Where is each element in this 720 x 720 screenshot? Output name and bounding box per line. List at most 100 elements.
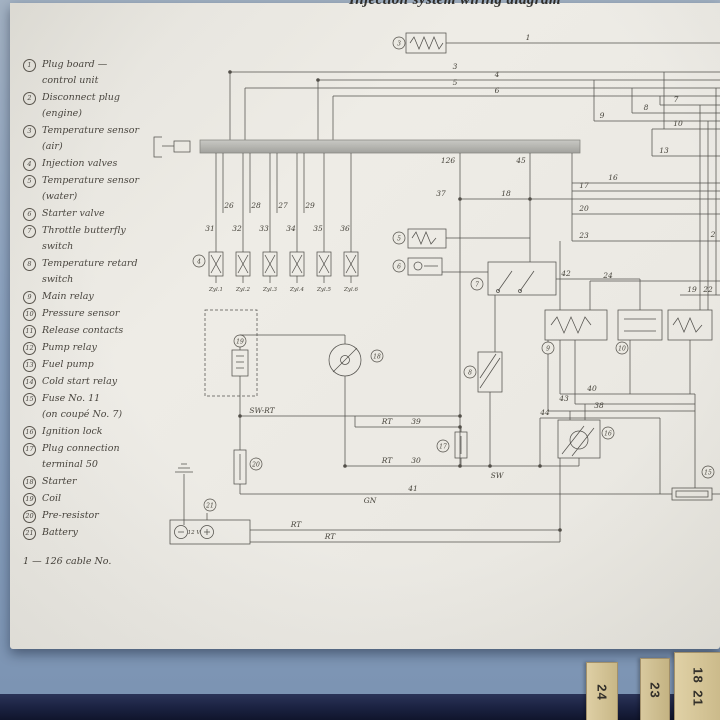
legend-label: Release contacts [42,325,124,336]
legend-item: 13 Fuel pump [23,357,181,373]
legend-label: Disconnect plug(engine) [42,92,120,119]
legend-label: Coil [42,493,62,504]
legend-number-badge: 6 [23,208,36,221]
ref-9: 9 [546,345,550,352]
mid-cross-wires [539,393,696,494]
valve-cable-drops [215,153,352,252]
legend-number-badge: 20 [23,510,36,523]
legend-number-badge: 3 [23,125,36,138]
plug-connection-symbol [454,427,468,466]
legend-label: Plug board —control unit [42,59,108,86]
legend-label: Fuel pump [42,359,94,370]
cable-10: 10 [673,119,683,128]
cable-45: 45 [515,156,526,165]
legend-label: Temperature sensor(water) [42,175,140,202]
legend-label: Pressure sensor [42,308,120,319]
legend-item: 12 Pump relay [23,340,181,356]
ref-6: 6 [397,263,401,270]
cyl-6: Zyl.6 [343,287,358,293]
relay-row [544,309,713,411]
legend-item: 20 Pre-resistor [23,508,181,524]
cable-20: 20 [578,204,589,213]
cable-number-note: 1 — 126 cable No. [23,556,112,567]
cable-32: 32 [232,224,242,233]
cable-17: 17 [579,181,589,190]
legend-label: Pre-resistor [42,510,99,521]
ref-10: 10 [618,345,626,352]
cable-36: 36 [340,224,350,233]
cable-6: 6 [495,86,500,95]
starter-symbol [239,334,362,466]
cable-8: 8 [644,103,649,112]
colour-rt: RT [381,456,394,465]
legend-number-badge: 1 [23,59,36,72]
ref-17: 17 [439,443,447,450]
legend-label: Main relay [42,291,94,302]
cylinder-labels: Zyl.1 Zyl.2 Zyl.3 Zyl.4 Zyl.5 Zyl.6 [208,287,358,293]
cable-28: 28 [250,201,261,210]
fuse-symbol [671,487,713,501]
component-legend: 1 Plug board —control unit 2 Disconnect … [23,57,181,570]
legend-item: 9 Main relay [23,289,181,305]
cable-31: 31 [205,224,215,233]
ref-3: 3 [397,40,401,47]
legend-item: 10 Pressure sensor [23,306,181,322]
cable-22: 22 [702,285,713,294]
tab-21-label: 21 [690,690,706,707]
cable-33: 33 [259,224,269,233]
legend-item: 16 Ignition lock [23,424,181,440]
cable-5: 5 [453,78,458,87]
legend-item: 19 Coil [23,491,181,507]
water-sensor-and-starter-valve [407,228,530,276]
colour-gn: GN [364,496,377,505]
cyl-4: Zyl.4 [289,287,304,293]
cyl-1: Zyl.1 [208,287,223,293]
cable-24: 24 [602,271,613,280]
cable-4: 4 [494,70,500,79]
ref-19: 19 [236,338,244,345]
wiring-diagram: 3 4 5 6 7 8 9 10 15 16 17 18 19 20 21 1 … [153,32,720,545]
legend-item: 1 Plug board —control unit [23,57,181,89]
ref-21: 21 [205,502,214,509]
legend-number-badge: 4 [23,158,36,171]
legend-number-badge: 18 [23,476,36,489]
main-vertical-cables [458,153,720,466]
cable-18: 18 [501,189,511,198]
wire-colour-labels: SW-RT RT RT RT RT GN SW [249,406,504,541]
tab-24-label: 24 [594,683,610,701]
coil-symbol [204,309,258,450]
legend-item: 4 Injection valves [23,156,181,172]
legend-item: 14 Cold start relay [23,374,181,390]
tab-18-label: 18 [690,667,706,684]
cable-37: 37 [436,189,446,198]
colour-rt: RT [381,417,394,426]
ref-5: 5 [397,235,401,242]
plug-board-control-unit [153,136,581,158]
throttle-switch-symbol [487,261,641,352]
tab-18-21: 18 21 [674,652,720,720]
cable-26: 26 [223,201,234,210]
cable-1: 1 [526,33,531,42]
battery-symbol [169,458,562,545]
ref-8: 8 [468,369,472,376]
legend-item: 15 Fuse No. 11(on coupé No. 7) [23,391,181,423]
legend-label: Injection valves [42,158,118,169]
legend-number-badge: 13 [23,359,36,372]
legend-number-badge: 21 [23,527,36,540]
legend-number-badge: 10 [23,308,36,321]
cable-13: 13 [659,146,669,155]
tab-24: 24 [586,662,618,720]
legend-number-badge: 5 [23,175,36,188]
cyl-3: Zyl.3 [262,287,277,293]
legend-number-badge: 7 [23,225,36,238]
ref-4: 4 [196,258,201,265]
top-feed-wires [228,70,720,140]
cyl-2: Zyl.2 [235,287,250,293]
tab-23: 23 [640,658,670,720]
cable-number-labels: 1 3 4 5 6 7 8 9 10 13 16 17 18 37 20 23 … [205,33,715,493]
